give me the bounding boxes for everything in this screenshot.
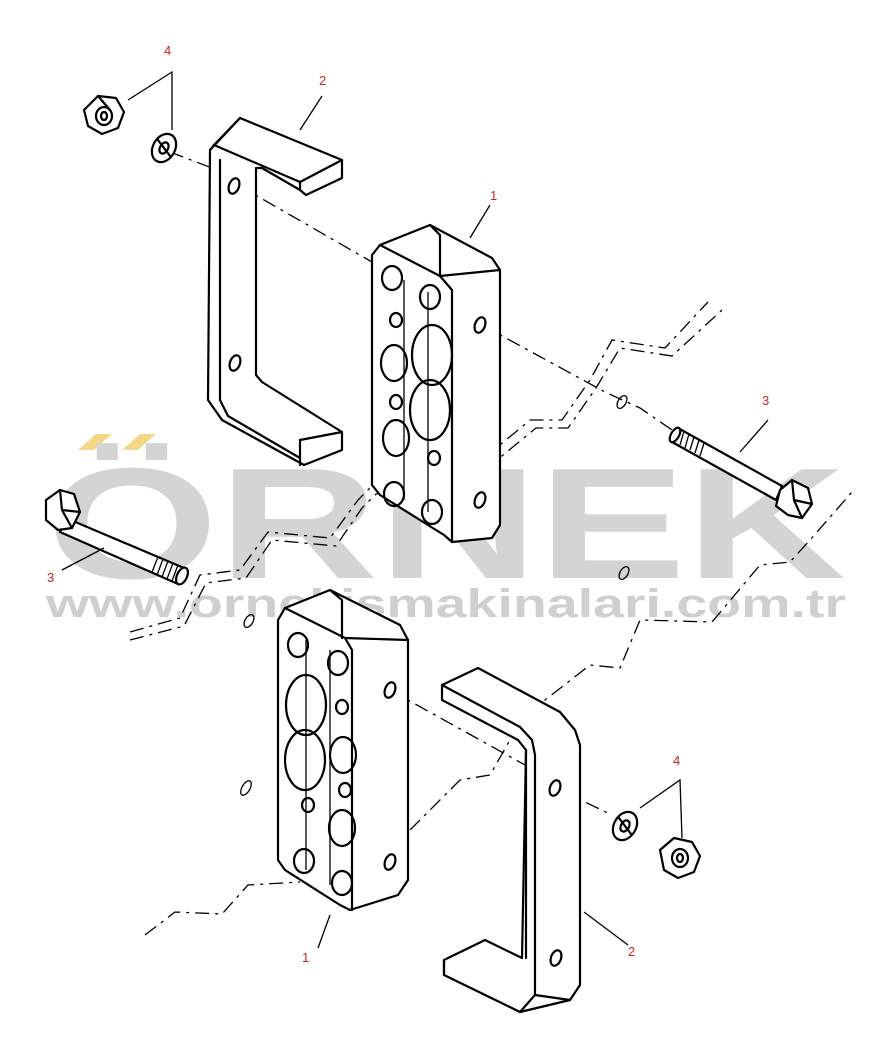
right-bolt [668, 426, 814, 520]
top-fasteners [82, 94, 178, 164]
watermark-accent-left [78, 434, 112, 450]
top-spacer-block [370, 223, 502, 544]
watermark-url: www.ornekismakinalari.com.tr [45, 582, 846, 626]
callout-right-bolt: 3 [762, 393, 769, 408]
callout-left-bolt: 3 [47, 570, 54, 585]
clip-mark-2 [618, 565, 630, 581]
leader-lines [61, 70, 769, 949]
top-bracket [206, 116, 344, 467]
callout-top-spacer: 1 [490, 188, 497, 203]
clip-mark-1 [616, 394, 628, 410]
bottom-spacer-block [276, 588, 410, 912]
callout-top-fasteners: 4 [164, 43, 171, 58]
clip-mark-4 [240, 780, 252, 796]
watermark-accent-right [122, 434, 156, 450]
callout-labels: 1 2 3 4 3 1 2 4 [47, 43, 769, 965]
bottom-bracket [440, 666, 582, 1014]
left-bolt [44, 488, 190, 586]
clip-mark-3 [243, 613, 255, 629]
callout-bottom-bracket: 2 [628, 944, 635, 959]
callout-bottom-spacer: 1 [302, 950, 309, 965]
bottom-fasteners [611, 810, 702, 880]
callout-top-bracket: 2 [319, 73, 326, 88]
callout-bottom-fasteners: 4 [673, 753, 680, 768]
